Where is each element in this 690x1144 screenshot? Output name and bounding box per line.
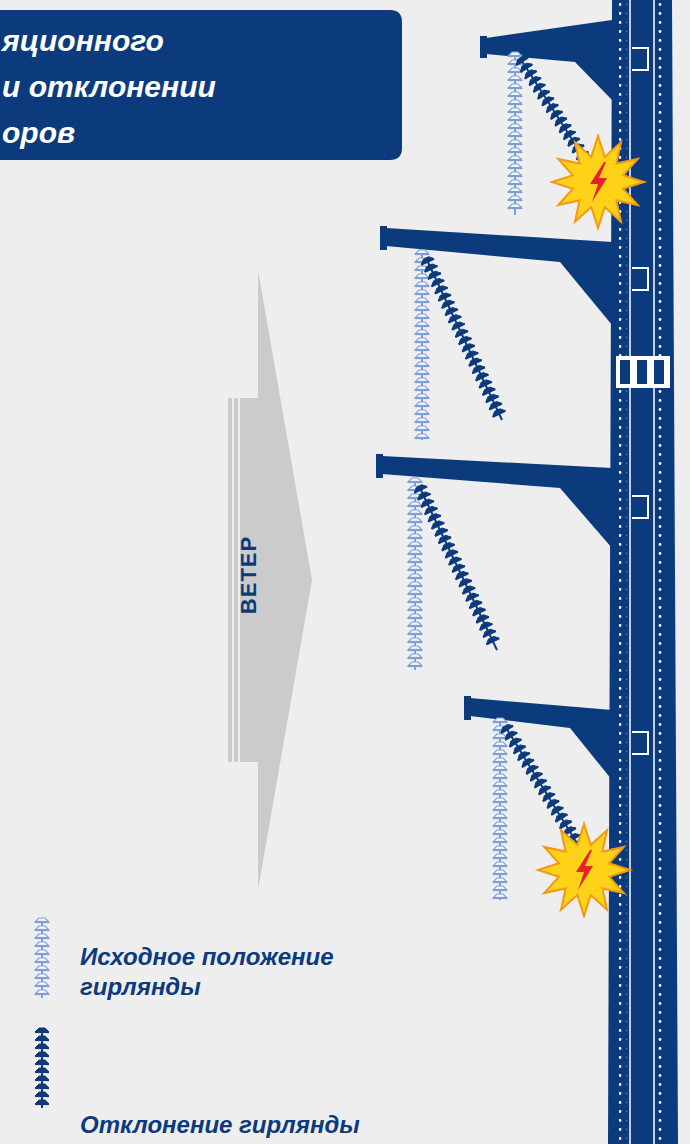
diagram-title: яционного и отклонении оров <box>2 18 216 156</box>
flashover-sparks <box>538 136 644 916</box>
legend-icons <box>35 918 49 1108</box>
legend-text: Отклонение гирлянды <box>80 1110 380 1140</box>
cross-arm <box>376 20 612 780</box>
legend-text: Исходное положение гирлянды <box>80 942 380 1002</box>
wind-arrow <box>228 270 312 890</box>
wind-label: ВЕТЕР <box>236 536 262 614</box>
arm-bracket <box>632 48 648 754</box>
title-banner <box>0 10 402 160</box>
